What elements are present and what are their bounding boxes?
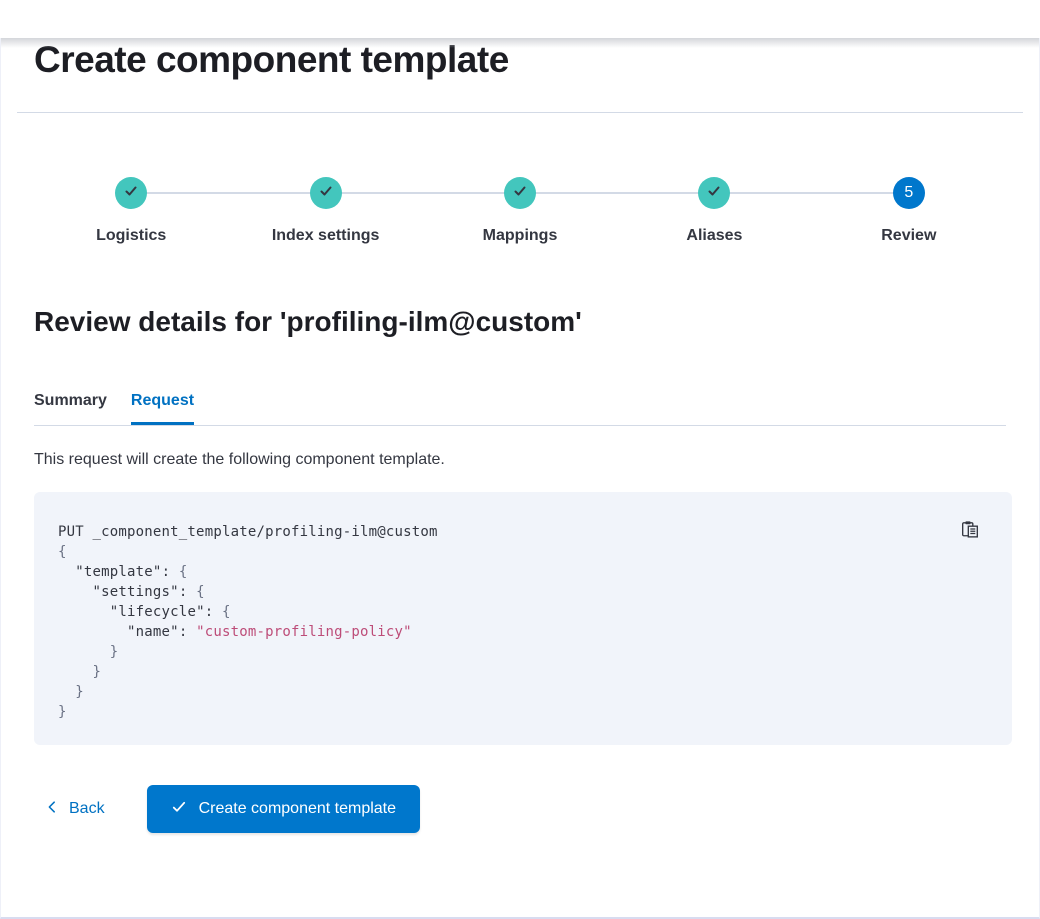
step-mappings[interactable]: Mappings: [423, 177, 617, 247]
step-index-settings-circle[interactable]: [309, 177, 342, 209]
code-line: }: [75, 684, 84, 700]
code-line: "settings": {: [92, 584, 205, 600]
back-button-label: Back: [69, 800, 105, 817]
tab-request[interactable]: Request: [131, 389, 194, 425]
step-index-settings[interactable]: Index settings: [228, 177, 422, 247]
step-label: Mappings: [482, 227, 558, 244]
chevron-left-icon: [45, 800, 59, 819]
code-content: PUT _component_template/profiling-ilm@cu…: [58, 522, 972, 722]
request-code-block: PUT _component_template/profiling-ilm@cu…: [34, 492, 1012, 745]
back-button[interactable]: Back: [45, 800, 105, 819]
step-logistics[interactable]: Logistics: [34, 177, 228, 247]
code-line: }: [58, 704, 67, 720]
code-line: "template": {: [75, 564, 188, 580]
request-description: This request will create the following c…: [34, 451, 445, 468]
step-aliases-circle[interactable]: [698, 177, 731, 209]
review-heading: Review details for 'profiling-ilm@custom…: [34, 306, 582, 337]
step-review-circle[interactable]: 5: [892, 177, 925, 209]
check-icon: [123, 183, 139, 204]
step-progress-bar: Logistics Index settings Mappings Aliase…: [34, 177, 1006, 247]
code-line: }: [92, 664, 102, 680]
header-divider: [17, 112, 1023, 113]
submit-button-label: Create component template: [198, 800, 397, 817]
copy-to-clipboard-button[interactable]: [960, 520, 980, 540]
code-line: "name": "custom-profiling-policy": [127, 624, 412, 640]
check-icon: [171, 799, 187, 820]
check-icon: [706, 183, 722, 204]
copy-clipboard-icon: [961, 520, 979, 541]
step-label: Aliases: [686, 227, 743, 244]
step-mappings-circle[interactable]: [504, 177, 537, 209]
check-icon: [512, 183, 528, 204]
step-label: Index settings: [271, 227, 380, 244]
step-number: 5: [904, 184, 914, 201]
step-aliases[interactable]: Aliases: [617, 177, 811, 247]
check-icon: [318, 183, 334, 204]
wizard-footer: Back Create component template: [45, 785, 1006, 833]
code-line: "lifecycle": {: [109, 604, 231, 620]
page-title: Create component template: [34, 39, 509, 80]
code-line: PUT _component_template/profiling-ilm@cu…: [58, 524, 438, 540]
step-label: Logistics: [96, 227, 167, 244]
step-label: Review: [881, 227, 937, 244]
create-component-template-button[interactable]: Create component template: [146, 785, 421, 833]
review-tabs: Summary Request: [34, 389, 1006, 426]
step-logistics-circle[interactable]: [115, 177, 148, 209]
code-line: {: [58, 544, 67, 560]
code-line: }: [109, 644, 119, 660]
tab-summary[interactable]: Summary: [34, 392, 107, 409]
step-review[interactable]: 5 Review: [812, 177, 1006, 247]
